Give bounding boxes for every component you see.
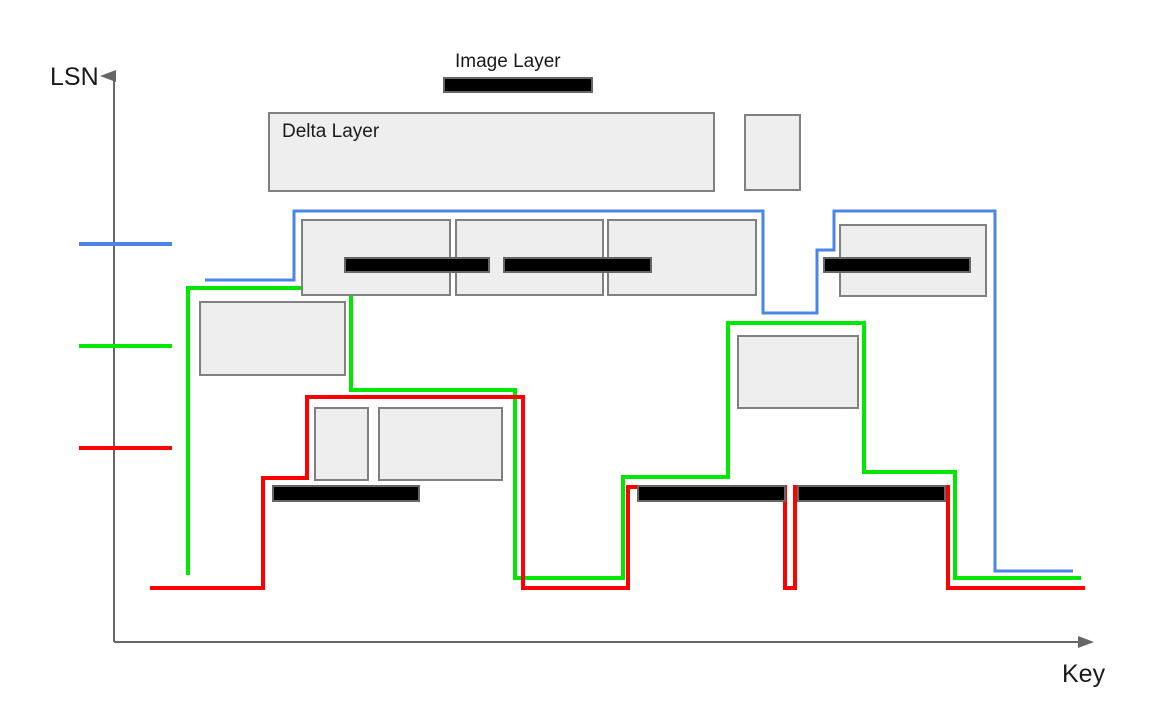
- red-box-1[interactable]: [314, 407, 369, 481]
- y-axis-label: LSN: [50, 63, 99, 91]
- red-box-2[interactable]: [378, 407, 503, 481]
- image-bar-red-3[interactable]: [797, 485, 946, 502]
- image-bar-blue-2[interactable]: [503, 257, 652, 273]
- image-bar-blue-1[interactable]: [344, 257, 490, 273]
- green-layer-line: [186, 286, 1081, 580]
- image-bar-red-1[interactable]: [272, 485, 420, 502]
- delta-layer-box-small[interactable]: [744, 114, 801, 191]
- image-layer-legend-label: Image Layer: [455, 51, 561, 72]
- green-box-left[interactable]: [199, 301, 346, 376]
- image-bar-blue-3[interactable]: [823, 257, 971, 273]
- delta-layer-box[interactable]: [268, 112, 715, 192]
- delta-layer-label: Delta Layer: [282, 121, 380, 142]
- blue-layer-line: [205, 209, 1073, 573]
- image-layer-legend-bar: [443, 77, 593, 93]
- x-axis-label: Key: [1062, 660, 1106, 688]
- green-box-right[interactable]: [737, 335, 859, 409]
- image-bar-red-2[interactable]: [637, 485, 786, 502]
